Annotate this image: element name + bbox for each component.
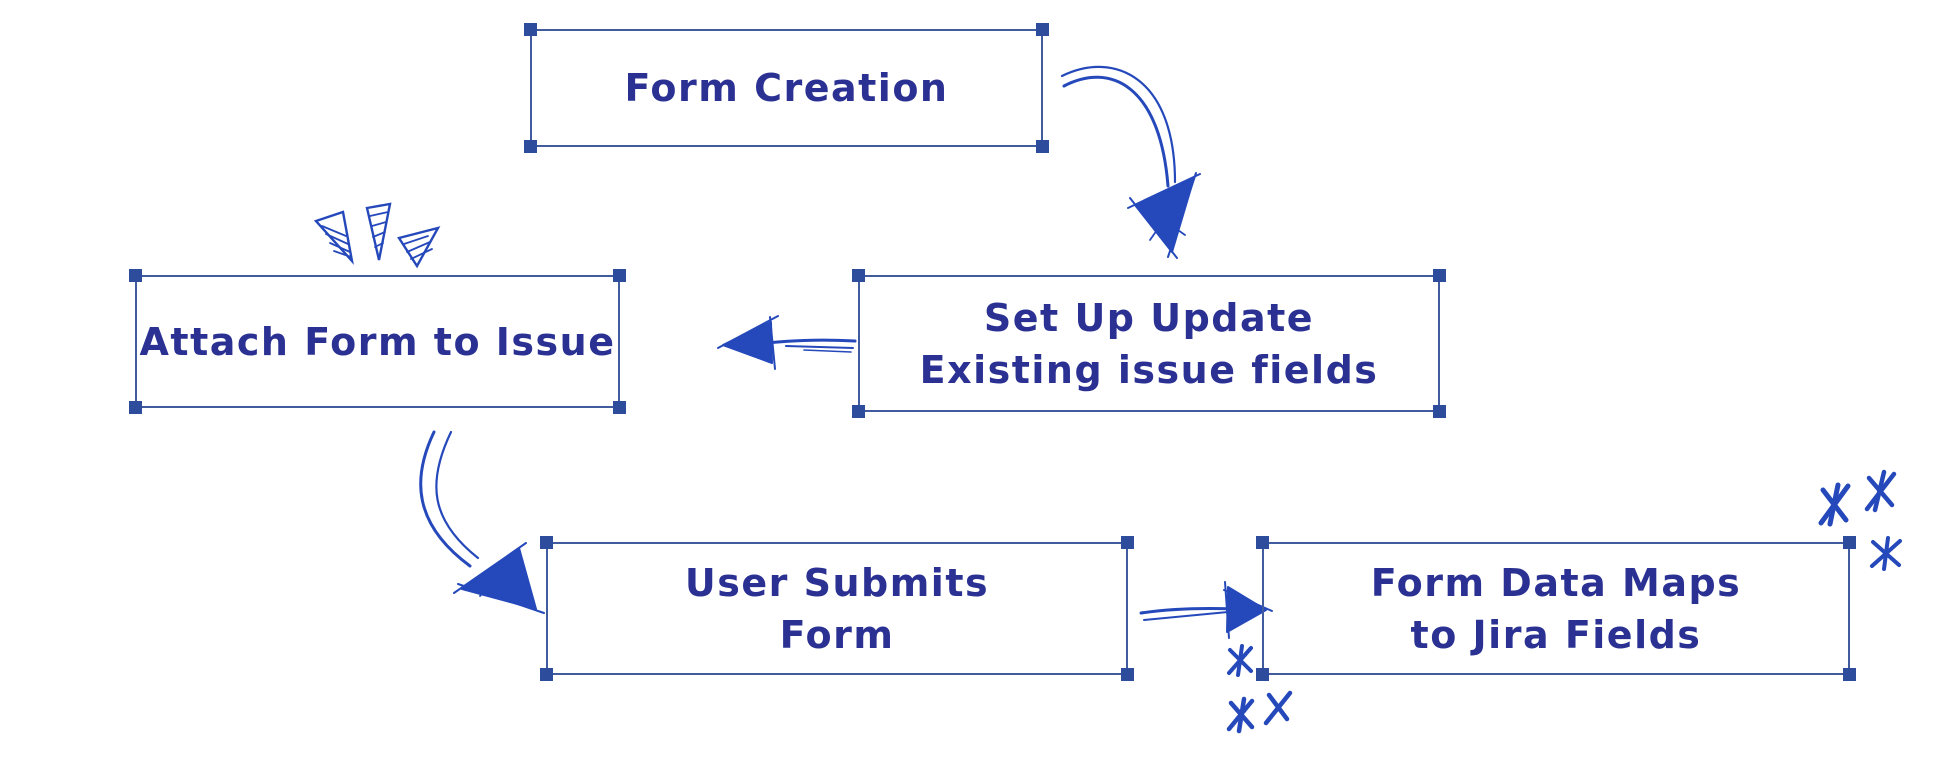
resize-handle[interactable] (1433, 405, 1446, 418)
node-setup-update-existing-issue-fields[interactable]: Set Up Update Existing issue fields (852, 269, 1446, 418)
resize-handle[interactable] (1433, 269, 1446, 282)
resize-handle[interactable] (613, 401, 626, 414)
resize-handle[interactable] (1036, 23, 1049, 36)
node-label-line: Form Creation (624, 66, 949, 110)
arrow-submit-to-maps[interactable] (1139, 581, 1273, 639)
node-label-line: Existing issue fields (919, 347, 1379, 392)
resize-handle[interactable] (524, 23, 537, 36)
resize-handle[interactable] (1843, 536, 1856, 549)
star-doodle-top-2[interactable] (1864, 469, 1897, 513)
resize-handle[interactable] (1843, 668, 1856, 681)
star-doodle-bottom-2[interactable] (1226, 696, 1255, 734)
burst-mark-right[interactable] (397, 226, 441, 269)
node-attach-form-to-issue[interactable]: Attach Form to Issue (129, 269, 626, 414)
node-label-line: User Submits (684, 560, 990, 605)
burst-mark-middle[interactable] (365, 202, 392, 261)
arrow-attach-to-submit[interactable] (419, 430, 545, 614)
resize-handle[interactable] (524, 140, 537, 153)
resize-handle[interactable] (129, 401, 142, 414)
node-form-creation[interactable]: Form Creation (524, 23, 1049, 153)
arrow-setup-to-attach[interactable] (717, 315, 857, 370)
resize-handle[interactable] (613, 269, 626, 282)
node-label-line: Set Up Update (983, 295, 1315, 340)
resize-handle[interactable] (1256, 536, 1269, 549)
node-label-line: to Jira Fields (1410, 612, 1702, 657)
node-form-data-maps-to-jira-fields[interactable]: Form Data Maps to Jira Fields (1256, 536, 1856, 681)
resize-handle[interactable] (540, 536, 553, 549)
node-label-line: Form Data Maps (1370, 560, 1742, 605)
arrow-form-creation-to-setup[interactable] (1060, 65, 1201, 259)
resize-handle[interactable] (1121, 668, 1134, 681)
resize-handle[interactable] (1256, 668, 1269, 681)
resize-handle[interactable] (1121, 536, 1134, 549)
resize-handle[interactable] (540, 668, 553, 681)
star-doodle-right[interactable] (1870, 536, 1902, 571)
node-label-line: Attach Form to Issue (139, 319, 616, 364)
star-doodle-top-1[interactable] (1818, 482, 1851, 527)
resize-handle[interactable] (129, 269, 142, 282)
resize-handle[interactable] (852, 269, 865, 282)
node-label-line: Form (779, 612, 895, 657)
resize-handle[interactable] (1036, 140, 1049, 153)
burst-mark-left[interactable] (313, 210, 354, 265)
node-user-submits-form[interactable]: User Submits Form (540, 536, 1134, 681)
resize-handle[interactable] (852, 405, 865, 418)
star-doodle-bottom-1[interactable] (1227, 644, 1253, 677)
star-doodle-bottom-3[interactable] (1263, 690, 1293, 726)
